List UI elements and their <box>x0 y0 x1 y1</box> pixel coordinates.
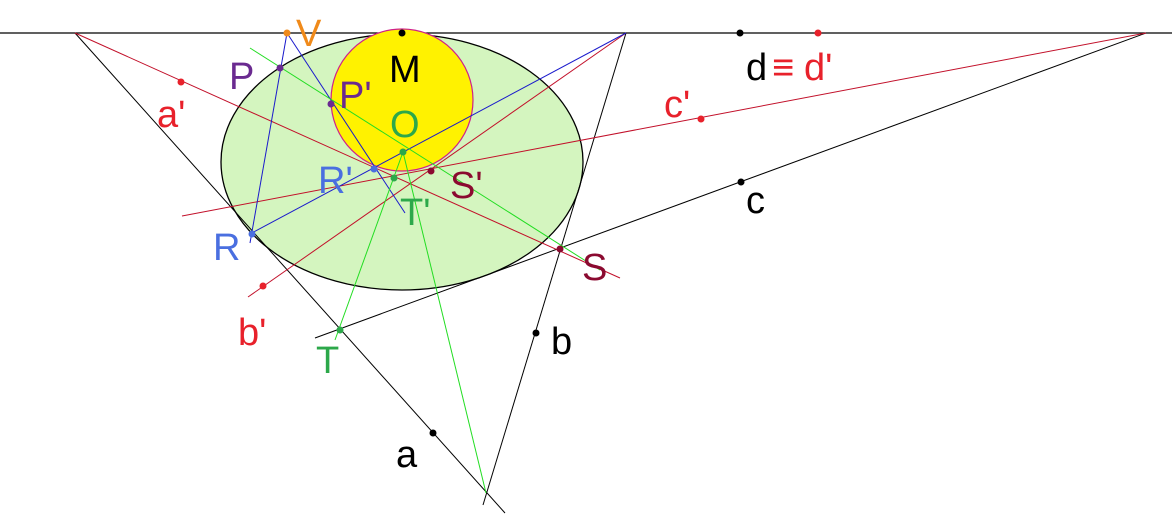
label-a-prime: a' <box>157 94 185 136</box>
green-line-o-t <box>334 151 404 341</box>
label-O: O <box>390 104 420 146</box>
label-S: S <box>582 247 607 289</box>
label-b-prime: b' <box>238 312 266 354</box>
green-line-p-s <box>249 47 601 271</box>
point-V <box>283 29 291 37</box>
label-equiv: ≡ <box>772 47 794 89</box>
point-R <box>248 230 256 238</box>
label-S-prime: S' <box>450 165 483 207</box>
line-b <box>482 32 627 506</box>
label-M: M <box>389 49 421 91</box>
blue-line-r-axis <box>249 32 627 235</box>
point-d-prime <box>814 29 822 37</box>
label-R: R <box>213 227 240 269</box>
label-V: V <box>296 13 322 55</box>
point-a <box>429 429 437 437</box>
point-T <box>336 326 344 334</box>
point-M <box>398 29 406 37</box>
label-d: d <box>746 47 767 89</box>
point-P <box>276 64 284 72</box>
label-T-prime: T' <box>400 192 430 234</box>
point-S <box>556 245 564 253</box>
line-b-prime <box>247 32 627 298</box>
point-c <box>737 178 745 186</box>
label-c-prime: c' <box>664 84 690 126</box>
point-T-prime <box>390 174 398 182</box>
point-c-prime <box>697 115 705 123</box>
line-c <box>314 32 1147 339</box>
label-d-prime: d' <box>804 47 832 89</box>
label-P: P <box>229 56 254 98</box>
point-S-prime <box>427 167 435 175</box>
blue-line-v-t <box>286 32 406 214</box>
point-O <box>399 148 407 156</box>
point-b <box>532 329 540 337</box>
point-P-prime <box>327 100 335 108</box>
point-d <box>736 29 744 37</box>
label-T: T <box>316 340 339 382</box>
green-line-o-base <box>402 151 487 494</box>
line-c-prime <box>181 32 1147 217</box>
line-a-prime <box>74 32 621 279</box>
label-P-prime: P' <box>339 75 372 117</box>
label-a: a <box>396 434 418 476</box>
point-a-prime <box>177 78 185 86</box>
label-b: b <box>551 321 572 363</box>
label-R-prime: R' <box>318 160 353 202</box>
point-b-prime <box>259 282 267 290</box>
label-c: c <box>746 180 765 222</box>
point-R-prime <box>370 165 378 173</box>
